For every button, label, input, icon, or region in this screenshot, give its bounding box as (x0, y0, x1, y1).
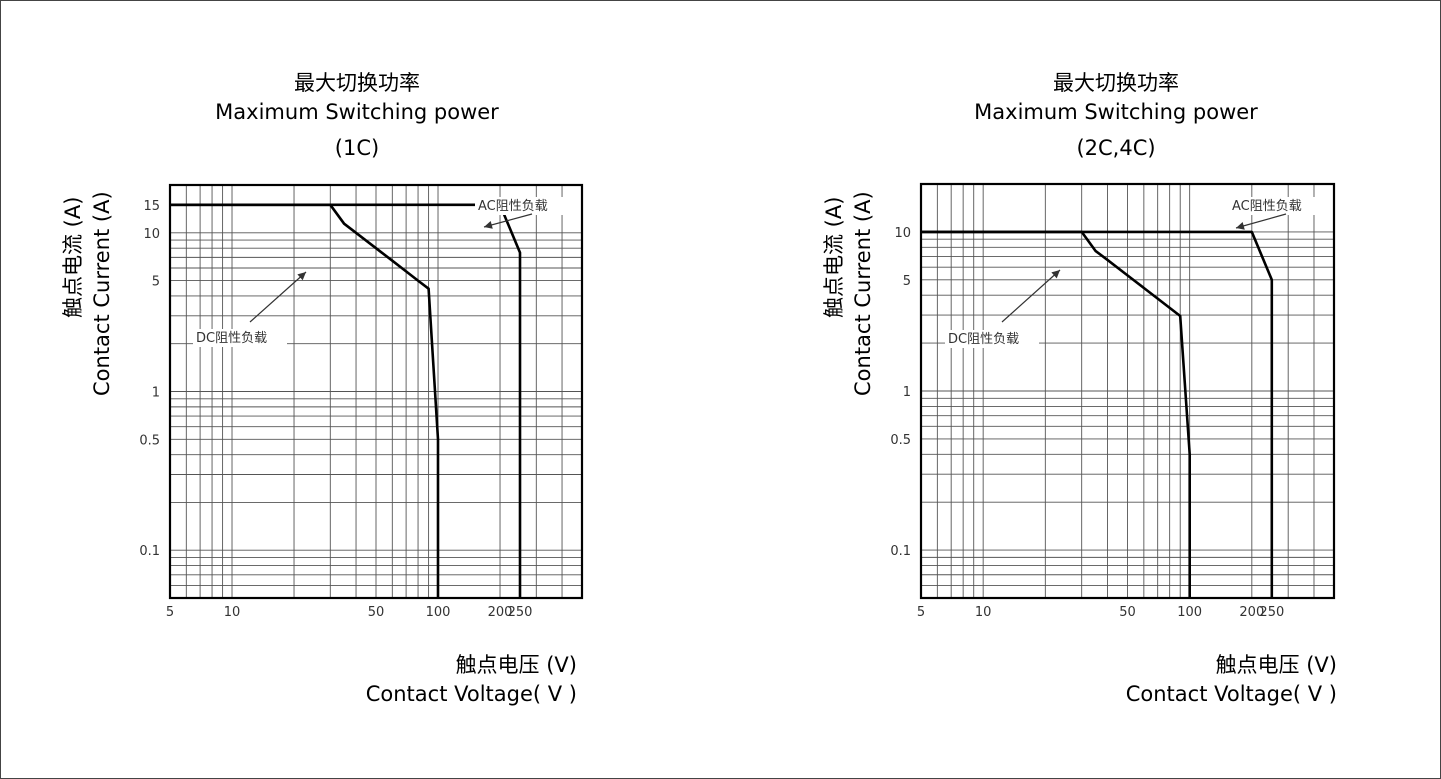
x-tick-label: 10 (975, 605, 992, 620)
plot-frame (919, 182, 1336, 600)
ac-annotation-label: AC阻性负载 (478, 199, 548, 214)
series-line-dc-resistive-load (170, 203, 440, 598)
ac-annotation-arrowhead (1236, 221, 1245, 230)
x-axis-label-cn: 触点电压 (V) (1215, 653, 1337, 677)
x-tick-label: 10 (224, 605, 241, 620)
ac-annotation-label: AC阻性负载 (1232, 199, 1302, 214)
x-tick-label: 250 (1259, 605, 1284, 620)
chart-title-cn: 最大切换功率 (294, 71, 420, 95)
dc-annotation-label: DC阻性负载 (196, 331, 267, 346)
x-tick-label: 200 (488, 605, 513, 620)
series-line-dc-resistive-load (921, 230, 1192, 598)
x-tick-label: 50 (1119, 605, 1136, 620)
y-tick-label: 5 (152, 275, 160, 290)
y-tick-label: 10 (143, 227, 160, 242)
y-tick-label: 10 (894, 226, 911, 241)
chart-subtitle: Maximum Switching power (974, 100, 1258, 124)
series-line-ac-resistive-load (170, 203, 522, 598)
ac-annotation-arrow (483, 213, 533, 228)
chart-variant-label: (1C) (334, 136, 380, 160)
chart-variant-label: (2C,4C) (1076, 136, 1156, 160)
dc-annotation-arrowhead (297, 272, 306, 281)
dc-label-background (193, 329, 287, 347)
y-tick-label: 0.5 (890, 433, 911, 448)
plot-frame (168, 183, 584, 600)
x-tick-label: 100 (426, 605, 451, 620)
dc-annotation-arrowhead (1051, 270, 1060, 279)
y-tick-label: 0.5 (139, 433, 160, 448)
series-line-ac-resistive-load (921, 230, 1274, 598)
y-tick-label: 0.1 (139, 544, 160, 559)
chart-panel-1c: 最大切换功率 Maximum Switching power (1C) 触点电流… (0, 0, 720, 779)
x-tick-label: 100 (1177, 605, 1202, 620)
ac-label-background (475, 197, 569, 215)
y-tick-label: 1 (903, 385, 911, 400)
ac-label-background (1229, 197, 1323, 215)
x-axis-label-en: Contact Voltage( V ) (1125, 682, 1337, 706)
x-tick-label: 250 (508, 605, 533, 620)
dc-label-background (945, 330, 1039, 348)
ac-annotation-arrow (1235, 213, 1287, 229)
x-axis-label-en: Contact Voltage( V ) (365, 682, 577, 706)
chart-subtitle: Maximum Switching power (215, 100, 499, 124)
chart-title-cn: 最大切换功率 (1053, 71, 1179, 95)
x-tick-label: 5 (166, 605, 174, 620)
dc-annotation-arrow (1001, 269, 1061, 323)
ac-annotation-arrowhead (484, 221, 493, 229)
y-tick-label: 15 (143, 199, 160, 214)
y-tick-label: 1 (152, 386, 160, 401)
dc-annotation-arrow (249, 271, 307, 323)
dc-annotation-label: DC阻性负载 (948, 332, 1019, 347)
chart-panel-2c4c: 最大切换功率 Maximum Switching power (2C,4C) 触… (720, 0, 1440, 779)
grid (170, 185, 582, 598)
x-tick-label: 200 (1239, 605, 1264, 620)
x-tick-label: 50 (368, 605, 385, 620)
x-tick-label: 5 (917, 605, 925, 620)
y-tick-label: 0.1 (890, 544, 911, 559)
y-tick-label: 5 (903, 274, 911, 289)
x-axis-label-cn: 触点电压 (V) (455, 653, 577, 677)
